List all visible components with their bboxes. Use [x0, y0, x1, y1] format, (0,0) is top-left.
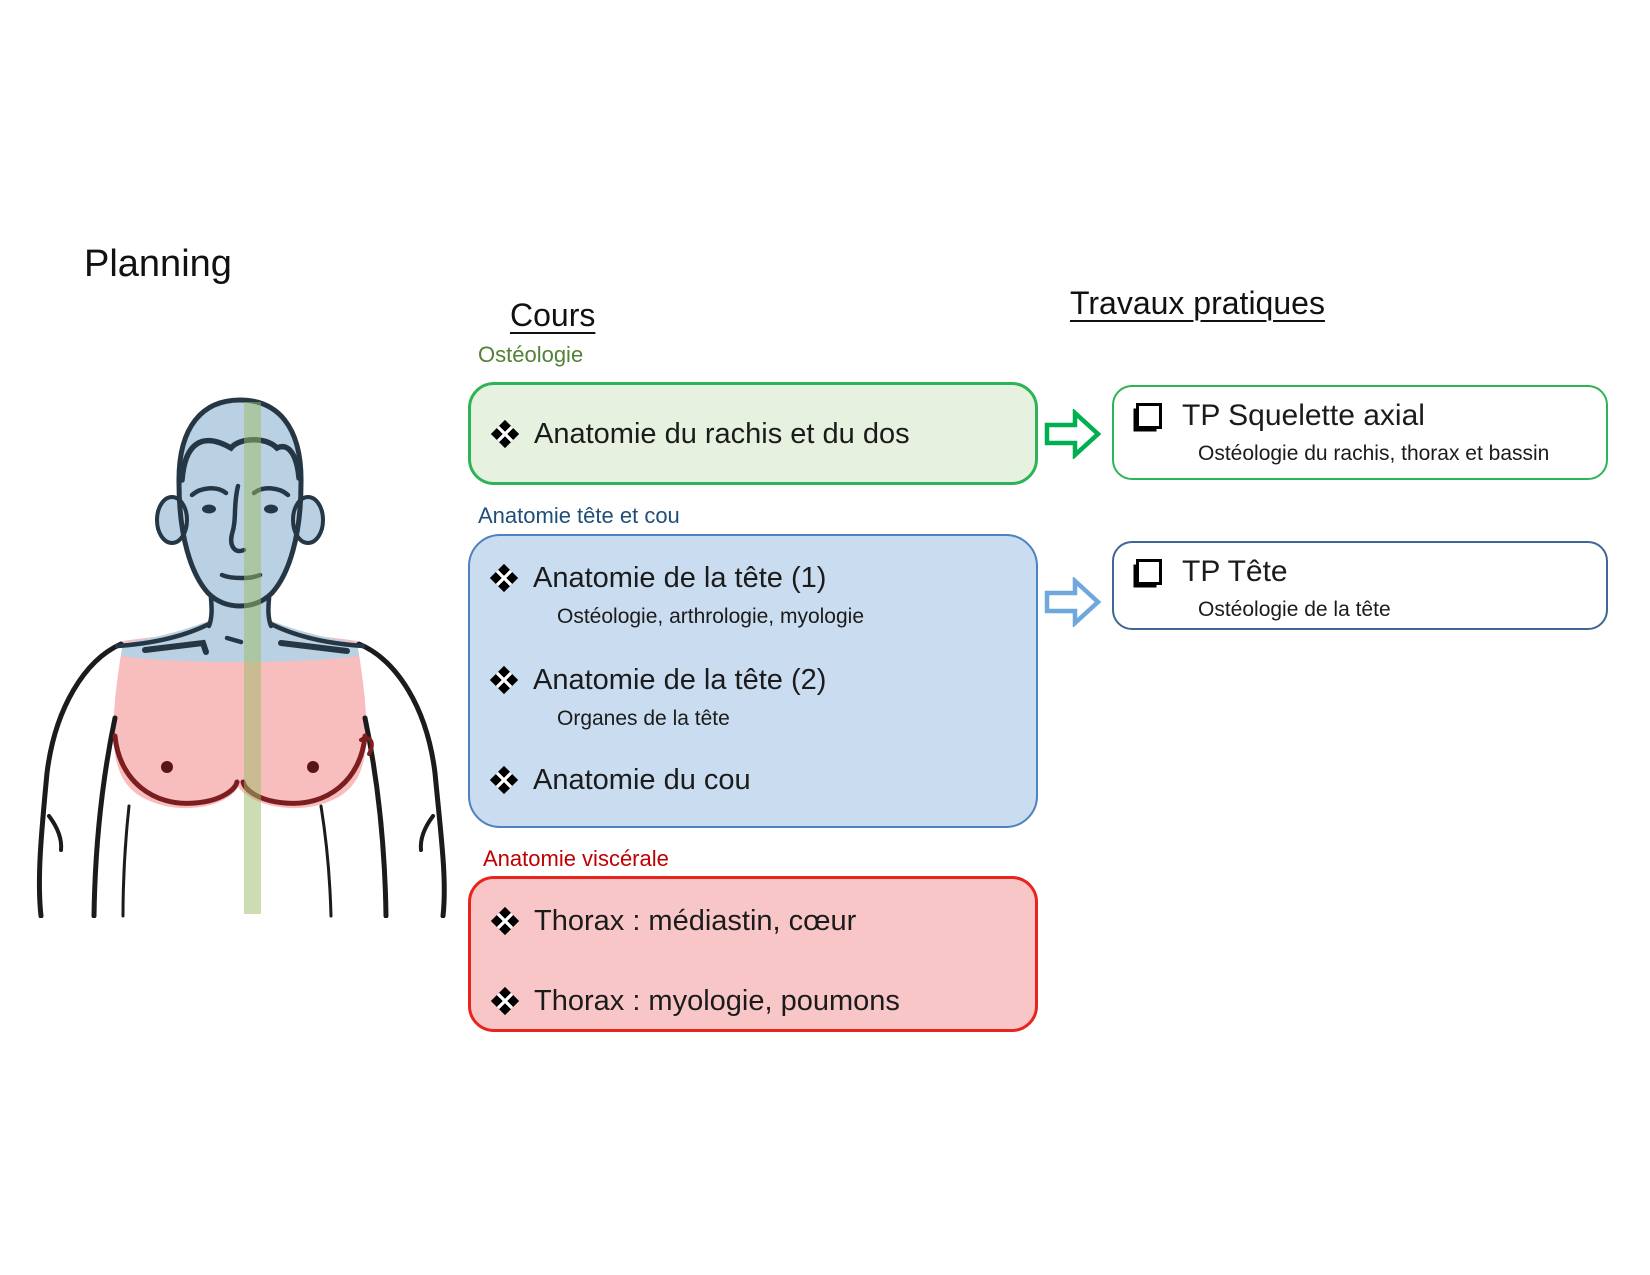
course-box-osteologie: Anatomie du rachis et du dos	[468, 382, 1038, 485]
diamond-bullet-icon	[489, 665, 519, 695]
section-label-osteologie: Ostéologie	[478, 342, 584, 367]
section-label-viscerale: Anatomie viscérale	[483, 846, 669, 871]
thorax-highlight	[113, 632, 367, 809]
course-box-viscerale: Thorax : médiastin, cœur Thorax : myolog…	[468, 876, 1038, 1032]
tp-title: TP Squelette axial	[1182, 399, 1425, 432]
course-item-label: Thorax : myologie, poumons	[534, 985, 900, 1017]
tp-box-tete: TP Tête Ostéologie de la tête	[1112, 541, 1608, 630]
left-nipple	[161, 761, 173, 773]
list-item: Anatomie de la tête (1)	[489, 560, 1036, 596]
list-item: Thorax : médiastin, cœur	[490, 903, 1035, 939]
diamond-bullet-icon	[489, 765, 519, 795]
practicals-column-heading: Travaux pratiques	[1070, 285, 1325, 321]
green-arrow-icon	[1044, 409, 1102, 459]
diamond-bullet-icon	[490, 906, 520, 936]
course-item-label: Thorax : médiastin, cœur	[534, 905, 857, 937]
course-item-subtext: Ostéologie, arthrologie, myologie	[557, 605, 865, 628]
body-outlines	[36, 641, 447, 918]
diamond-bullet-icon	[490, 986, 520, 1016]
tp-title-row: TP Tête	[1136, 554, 1606, 590]
course-item-label: Anatomie du rachis et du dos	[534, 417, 910, 450]
page-title: Planning	[84, 243, 232, 285]
axial-line-highlight	[244, 402, 261, 914]
list-item: Anatomie de la tête (2)	[489, 662, 1036, 698]
checkbox-icon	[1136, 559, 1162, 585]
course-item-label: Anatomie de la tête (1)	[533, 562, 827, 594]
blue-arrow-icon	[1044, 577, 1102, 627]
tp-title-row: TP Squelette axial	[1136, 398, 1606, 434]
torso-figure-illustration	[36, 397, 447, 918]
course-item-label: Anatomie de la tête (2)	[533, 664, 827, 696]
list-item: Anatomie du rachis et du dos	[490, 416, 910, 452]
courses-column-heading: Cours	[510, 297, 596, 333]
course-item-label: Anatomie du cou	[533, 764, 751, 796]
section-label-tete-cou: Anatomie tête et cou	[478, 503, 680, 528]
left-eye	[202, 504, 216, 514]
diamond-bullet-icon	[489, 563, 519, 593]
tp-subtitle: Ostéologie du rachis, thorax et bassin	[1198, 442, 1550, 465]
list-item: Thorax : myologie, poumons	[490, 983, 1035, 1019]
course-item-subtext: Organes de la tête	[557, 707, 730, 730]
course-box-tete-cou: Anatomie de la tête (1) Ostéologie, arth…	[468, 534, 1038, 828]
diamond-bullet-icon	[490, 419, 520, 448]
tp-title: TP Tête	[1182, 555, 1288, 588]
tp-subtitle: Ostéologie de la tête	[1198, 598, 1391, 621]
right-eye	[264, 504, 278, 514]
checkbox-icon	[1136, 403, 1162, 429]
tp-box-squelette-axial: TP Squelette axial Ostéologie du rachis,…	[1112, 385, 1608, 480]
right-nipple	[307, 761, 319, 773]
list-item: Anatomie du cou	[489, 762, 1036, 798]
